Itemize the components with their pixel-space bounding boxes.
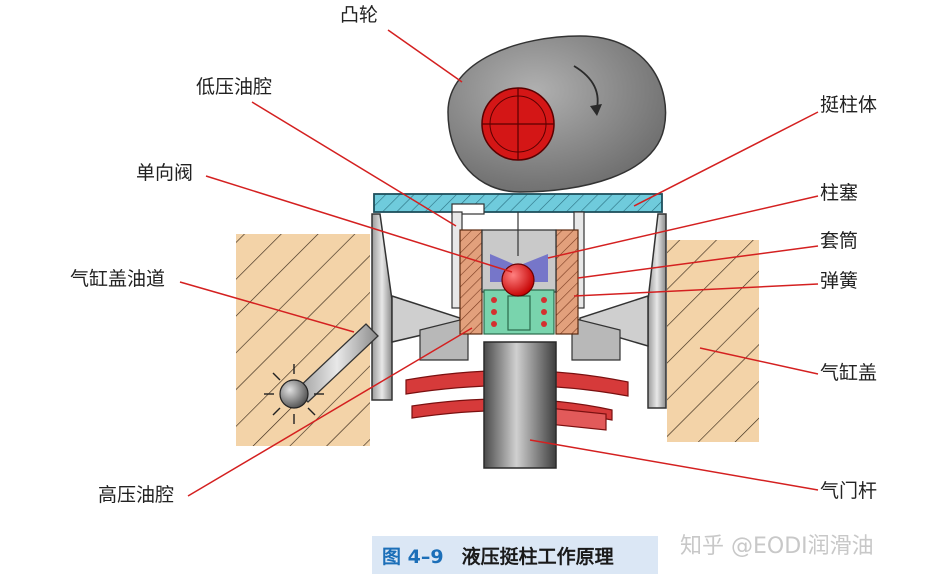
check-valve-ball — [501, 263, 535, 297]
cylinder-head-right — [667, 240, 759, 442]
label-cylinder-head: 气缸盖 — [820, 362, 878, 384]
sleeve — [459, 229, 579, 335]
figure-title: 液压挺柱工作原理 — [461, 545, 614, 568]
tappet-bore — [371, 213, 667, 409]
cam-lobe — [447, 35, 667, 193]
label-high-pressure-chamber: 高压油腔 — [98, 484, 175, 506]
label-cam: 凸轮 — [340, 4, 379, 26]
label-sleeve: 套筒 — [820, 230, 859, 252]
figure-number: 图 4–9 — [382, 545, 444, 568]
label-spring: 弹簧 — [820, 270, 859, 292]
label-low-pressure-chamber: 低压油腔 — [196, 76, 273, 98]
label-check-valve: 单向阀 — [136, 162, 194, 184]
plunger-spring-coils — [491, 297, 547, 327]
oil-hole — [451, 203, 485, 215]
label-valve-stem: 气门杆 — [820, 480, 878, 502]
valve-stem — [483, 341, 557, 469]
watermark: 知乎 @EODI润滑油 — [680, 534, 874, 559]
figure-caption: 图 4–9 液压挺柱工作原理 — [372, 536, 658, 574]
label-tappet-body: 挺柱体 — [820, 94, 878, 116]
cam — [447, 35, 667, 193]
leader-lines — [179, 29, 819, 497]
cylinder-head-left — [236, 234, 370, 446]
cylinder-head-blocks — [236, 234, 759, 446]
hydraulic-tappet-diagram — [179, 29, 819, 497]
label-head-oil-passage: 气缸盖油道 — [70, 268, 166, 290]
oil-passage-pipe — [264, 323, 379, 424]
label-plunger: 柱塞 — [820, 182, 859, 204]
